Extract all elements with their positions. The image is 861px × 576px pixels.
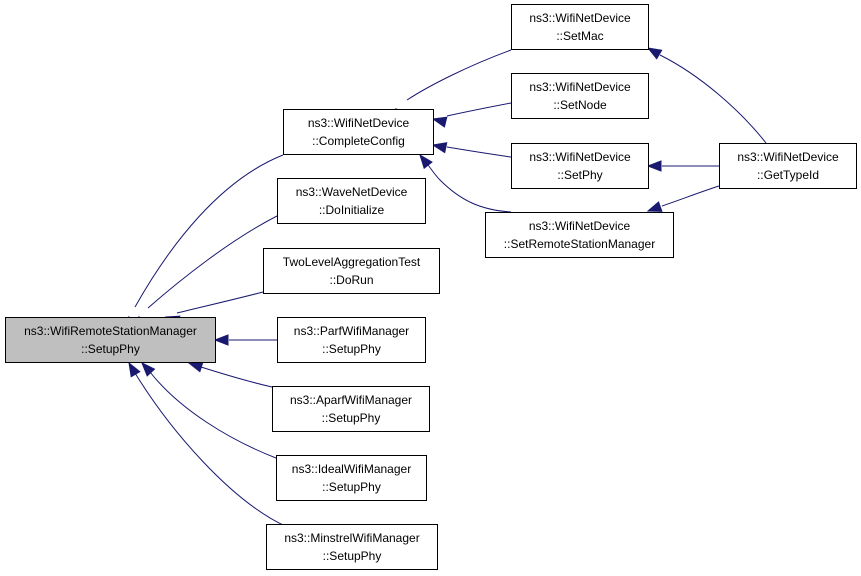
node-label-line2: ::DoRun [329,273,373,287]
edge-line [200,366,273,388]
node-label-line1: ns3::WifiNetDevice [529,80,631,94]
node-label-line2: ::SetPhy [557,168,602,182]
node-aparf[interactable]: ns3::AparfWifiManager::SetupPhy [272,386,430,432]
edge-gettypeid-to-setrsm [646,185,720,212]
node-box [485,212,674,258]
edge-line [134,372,286,527]
node-minstrel[interactable]: ns3::MinstrelWifiManager::SetupPhy [266,524,438,570]
arrowhead [646,201,663,212]
edge-gettypeid-to-setphy [646,160,719,172]
nodes: ns3::WifiRemoteStationManager::SetupPhyn… [5,4,857,570]
node-label-line2: ::SetupPhy [322,480,381,494]
node-label-line2: ::SetRemoteStationManager [504,237,655,251]
node-label-line1: ns3::MinstrelWifiManager [284,531,419,545]
node-label-line2: ::CompleteConfig [312,134,405,148]
node-ideal[interactable]: ns3::IdealWifiManager::SetupPhy [276,455,427,501]
arrowhead [646,47,663,60]
edge-setphy-to-completeconfig [431,142,512,158]
edge-line [176,291,264,314]
arrowhead [419,153,433,170]
node-box [511,4,649,50]
arrowhead [213,334,229,346]
node-label-line2: ::SetupPhy [322,411,381,425]
node-setphy[interactable]: ns3::WifiNetDevice::SetPhy [511,143,649,189]
node-label-line1: ns3::WifiNetDevice [529,219,631,233]
arrowhead [141,361,156,377]
edge-line [446,146,512,158]
edge-wave-to-root [137,215,278,331]
edge-line [659,54,767,144]
node-parf[interactable]: ns3::ParfWifiManager::SetupPhy [277,317,426,363]
node-label-line2: ::GetTypeId [757,168,819,182]
node-label-line2: ::SetupPhy [323,549,382,563]
node-label-line1: ns3::ParfWifiManager [294,324,409,338]
node-label-line1: ns3::WifiNetDevice [529,11,631,25]
node-label-line1: ns3::WifiNetDevice [529,150,631,164]
node-label-line1: ns3::WifiNetDevice [737,150,839,164]
node-box [263,248,440,294]
node-wave[interactable]: ns3::WaveNetDevice::DoInitialize [277,178,426,224]
node-root[interactable]: ns3::WifiRemoteStationManager::SetupPhy [5,317,216,363]
edge-line [427,164,512,213]
node-label-line2: ::SetNode [553,98,607,112]
node-label-line2: ::SetMac [556,29,603,43]
edge-setnode-to-completeconfig [431,102,512,128]
node-box [266,524,438,570]
node-box [719,143,857,189]
arrowhead [431,116,448,128]
arrowhead [646,160,662,172]
edge-setrsm-to-completeconfig [419,153,512,213]
edge-line [149,371,277,459]
edge-line [661,185,720,207]
node-gettypeid[interactable]: ns3::WifiNetDevice::GetTypeId [719,143,857,189]
node-twolevel[interactable]: TwoLevelAggregationTest::DoRun [263,248,440,294]
arrowhead [431,142,448,154]
node-completeconfig[interactable]: ns3::WifiNetDevice::CompleteConfig [283,109,434,155]
arrowhead [187,361,204,373]
node-box [277,178,426,224]
node-label-line1: TwoLevelAggregationTest [283,255,421,269]
node-box [283,109,434,155]
node-setmac[interactable]: ns3::WifiNetDevice::SetMac [511,4,649,50]
node-label-line2: ::DoInitialize [319,203,385,217]
node-box [276,455,427,501]
node-label-line1: ns3::AparfWifiManager [290,393,412,407]
edge-minstrel-to-root [128,361,286,527]
node-box [511,73,649,119]
node-label-line1: ns3::WifiNetDevice [308,116,410,130]
edge-line [406,49,512,101]
node-label-line1: ns3::IdealWifiManager [292,462,411,476]
edge-gettypeid-to-setmac [646,47,767,144]
edge-line [134,154,284,308]
node-label-line1: ns3::WaveNetDevice [296,185,408,199]
arrowhead [128,361,141,378]
edge-aparf-to-root [187,361,273,388]
node-label-line1: ns3::WifiRemoteStationManager [24,324,197,338]
node-box [277,317,426,363]
node-setnode[interactable]: ns3::WifiNetDevice::SetNode [511,73,649,119]
node-box [5,317,216,363]
node-box [272,386,430,432]
node-label-line2: ::SetupPhy [322,342,381,356]
edges [128,47,767,527]
edge-line [147,215,278,309]
node-label-line2: ::SetupPhy [81,342,140,356]
node-setrsm[interactable]: ns3::WifiNetDevice::SetRemoteStationMana… [485,212,674,258]
node-box [511,143,649,189]
edge-line [446,102,512,117]
edge-ideal-to-root [141,361,277,459]
edge-parf-to-root [213,334,277,346]
